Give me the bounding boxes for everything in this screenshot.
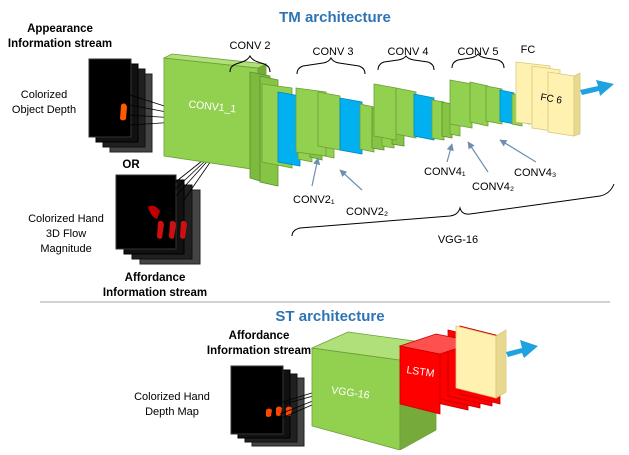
hand-depth-input-stack: [230, 365, 305, 447]
conv4-2-label: CONV4₂: [472, 181, 514, 193]
hand-flow-label-2: 3D Flow: [46, 228, 86, 240]
appearance-title-2: Information stream: [8, 38, 112, 50]
conv2-label: CONV 2: [230, 40, 271, 52]
conv4-1-label: CONV4₁: [424, 166, 466, 178]
st-depth-label-1: Colorized Hand: [134, 391, 210, 403]
appearance-title-1: Appearance: [27, 23, 93, 35]
fc-label: FC: [521, 44, 536, 56]
top-braces: [229, 53, 505, 75]
tm-output-arrow: [580, 80, 614, 96]
affordance-title-1: Affordance: [125, 272, 186, 284]
affordance-title-2: Information stream: [103, 287, 207, 299]
conv3-label: CONV 3: [313, 46, 354, 58]
st-fc-block: [455, 325, 507, 399]
hand-flow-label-3: Magnitude: [40, 243, 91, 255]
lstm-label: LSTM: [406, 364, 435, 380]
hand-flow-label-1: Colorized Hand: [28, 213, 104, 225]
hand-flow-input-stack: [115, 174, 201, 265]
conv2-2-label: CONV2₂: [346, 206, 388, 218]
object-depth-input-stack: [88, 58, 153, 153]
sublayer-arrows: [311, 139, 537, 191]
conv4-blocks: [373, 83, 461, 141]
object-depth-label-2: Object Depth: [12, 104, 76, 116]
vgg16-brace: [291, 183, 615, 237]
object-depth-label-1: Colorized: [21, 89, 67, 101]
st-depth-label-2: Depth Map: [145, 406, 199, 418]
st-vgg16-label: VGG-16: [331, 384, 371, 401]
conv1-label: CONV1_1: [188, 99, 237, 116]
st-output-arrow: [506, 340, 538, 358]
conv2-1-label: CONV2₁: [293, 194, 335, 206]
conv4-3-label: CONV4₃: [514, 167, 556, 179]
fc6-label: FC 6: [539, 92, 563, 107]
st-affordance-title-2: Information stream: [207, 345, 311, 357]
fc-blocks: [515, 61, 581, 137]
or-label: OR: [122, 159, 140, 171]
conv4-label: CONV 4: [388, 46, 429, 58]
vgg16-label: VGG-16: [438, 234, 478, 246]
conv5-label: CONV 5: [458, 46, 499, 58]
st-title: ST architecture: [275, 308, 384, 325]
tm-title: TM architecture: [279, 9, 391, 26]
st-affordance-title-1: Affordance: [229, 330, 290, 342]
conv1-block: [162, 53, 279, 187]
